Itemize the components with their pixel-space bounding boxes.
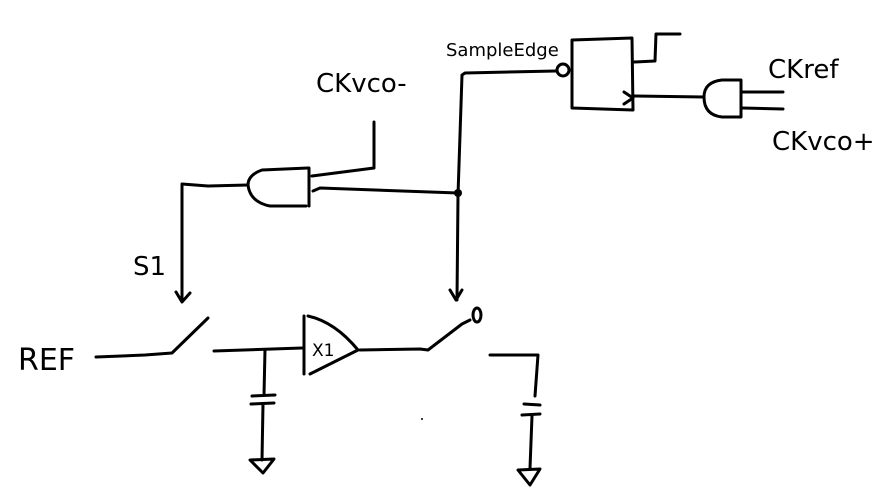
- label-ref: REF: [18, 343, 75, 378]
- label-ck-ref: CKref: [768, 55, 839, 85]
- switch-2-contact: [471, 306, 483, 324]
- ground-1: [248, 457, 276, 475]
- capacitor-1: [249, 348, 277, 462]
- switch-s1: [94, 316, 210, 359]
- ground-2: [516, 467, 542, 487]
- stray-dot: [421, 418, 423, 420]
- inverter-bubble: [555, 62, 571, 78]
- capacitor-2: [520, 402, 542, 470]
- node-wire: [212, 346, 304, 353]
- label-ck-vco-plus: CKvco+: [772, 127, 875, 157]
- buffer-x1: [302, 314, 360, 376]
- sample-edge-wire: [455, 69, 558, 302]
- and-gate-left: [174, 120, 460, 304]
- label-s1: S1: [133, 252, 166, 282]
- label-buffer-gain: X1: [312, 341, 334, 361]
- label-sample-edge: SampleEdge: [446, 40, 559, 61]
- label-ck-vco-minus: CKvco-: [316, 69, 407, 99]
- flip-flop: [570, 32, 682, 112]
- switch-2: [358, 318, 472, 352]
- and-gate-top: [632, 78, 785, 119]
- output-wire: [488, 353, 540, 398]
- sample-edge-arrow: [448, 288, 464, 302]
